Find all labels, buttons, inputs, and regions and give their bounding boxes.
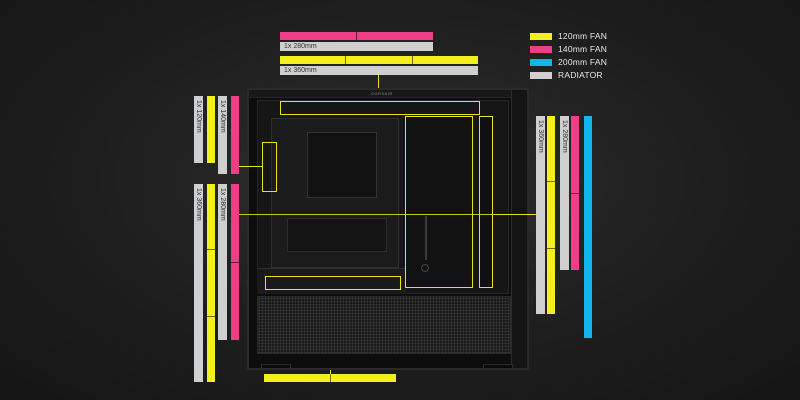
case-top-edge [249, 90, 511, 98]
front-280mm-radiator-bar: 1x 280mm [218, 184, 227, 340]
side-280mm-radiator-bar: 1x 280mm [560, 116, 569, 270]
legend-label-radiator: RADIATOR [558, 70, 603, 80]
top-fan-mount-outline [280, 101, 480, 115]
case-front-panel [511, 90, 527, 368]
case-foot-right [483, 364, 513, 369]
side-360mm-fan-bar [547, 116, 555, 314]
side-200mm-fan-bar [584, 116, 592, 338]
side-280mm-radiator-label: 1x 280mm [561, 120, 568, 153]
front-120mm-radiator-label: 1x 120mm [195, 100, 202, 133]
side-fan-mount-outline [405, 116, 473, 288]
front-360mm-radiator-label: 1x 360mm [195, 188, 202, 221]
pc-case: CORSAIR [247, 88, 529, 370]
left-guide-line [239, 214, 505, 215]
legend: 120mm FAN 140mm FAN 200mm FAN RADIATOR [530, 30, 640, 86]
front-360mm-fan-bar [207, 184, 215, 382]
front-280mm-fan-bar [231, 184, 239, 340]
front-280mm-radiator-label: 1x 280mm [219, 188, 226, 221]
bottom-fan-mount-outline [265, 276, 401, 290]
cable-grommet [421, 264, 429, 272]
bottom-120mm-fan-bar [264, 374, 396, 382]
case-foot-left [261, 364, 291, 369]
rear-guide-line [239, 166, 263, 167]
front-140mm-fan-bar [231, 96, 239, 174]
top-360mm-radiator-label: 1x 360mm [284, 67, 317, 74]
legend-label-140mm-fan: 140mm FAN [558, 44, 608, 54]
front-120mm-radiator-bar: 1x 120mm [194, 96, 203, 163]
front-360mm-radiator-bar: 1x 360mm [194, 184, 203, 382]
legend-label-200mm-fan: 200mm FAN [558, 57, 608, 67]
side-360mm-radiator-label: 1x 360mm [537, 120, 544, 153]
top-connector-line [378, 75, 379, 99]
legend-swatch-200mm-fan [530, 59, 552, 66]
legend-swatch-140mm-fan [530, 46, 552, 53]
front-140mm-radiator-bar: 1x 140mm [218, 96, 227, 174]
cable-slot [425, 216, 427, 260]
bottom-mesh-panel [257, 296, 511, 354]
top-280mm-radiator-label: 1x 280mm [284, 43, 317, 50]
legend-label-120mm-fan: 120mm FAN [558, 31, 608, 41]
rear-fan-mount-outline [262, 142, 277, 192]
legend-swatch-120mm-fan [530, 33, 552, 40]
front-fan-mount-outline [479, 116, 493, 288]
front-140mm-radiator-label: 1x 140mm [219, 100, 226, 133]
right-guide-line [494, 214, 536, 215]
top-280mm-radiator-bar: 1x 280mm [280, 42, 433, 51]
case-brand-text: CORSAIR [371, 91, 393, 96]
top-360mm-radiator-bar: 1x 360mm [280, 66, 478, 75]
motherboard-cutout [307, 132, 377, 198]
motherboard-cutout-lower [287, 218, 387, 252]
legend-swatch-radiator [530, 72, 552, 79]
side-280mm-fan-bar [571, 116, 579, 270]
top-120mm-fan-bar [280, 56, 478, 64]
side-360mm-radiator-bar: 1x 360mm [536, 116, 545, 314]
front-120mm-fan-bar [207, 96, 215, 163]
top-140mm-fan-bar [280, 32, 433, 40]
